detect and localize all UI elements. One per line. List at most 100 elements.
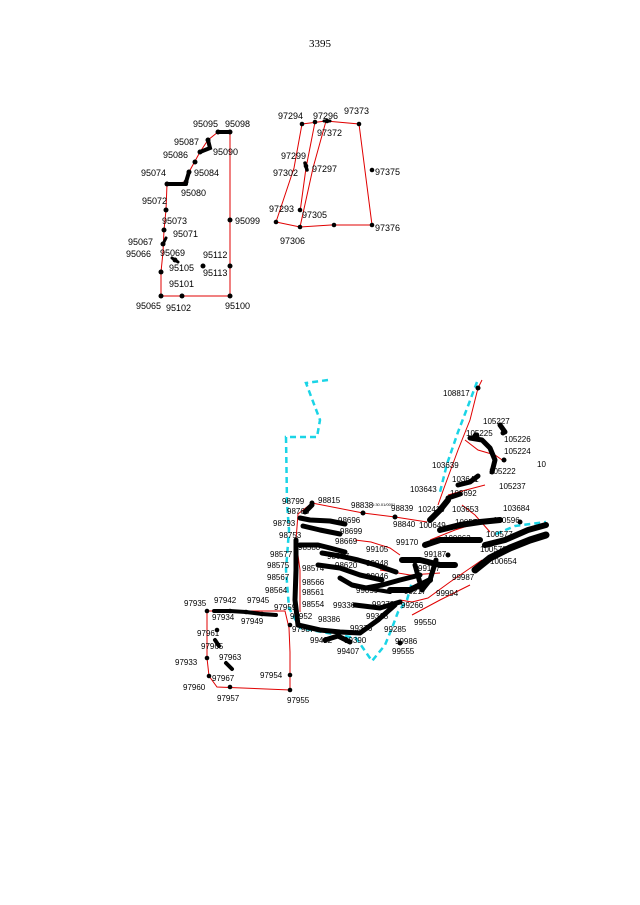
parcel-label: 97957 xyxy=(217,694,240,703)
parcel-label: 98793 xyxy=(273,519,296,528)
parcel-label: 103692 xyxy=(450,489,477,498)
parcel-label: 103684 xyxy=(503,504,530,513)
parcel-label: 100577 xyxy=(486,530,513,539)
dashed-boundary-line xyxy=(495,520,547,536)
parcel-label: 105226 xyxy=(504,435,531,444)
dashed-boundary-line xyxy=(438,381,479,493)
parcel-label: 99986 xyxy=(395,637,418,646)
parcel-label: 99390 xyxy=(344,636,367,645)
parcel-label: 98620 xyxy=(335,561,358,570)
parcel-label: 100596 xyxy=(493,516,520,525)
parcel-label: 98669 xyxy=(335,537,358,546)
parcel-label: 99170 xyxy=(396,538,419,547)
map-b-boundary xyxy=(275,120,373,228)
parcel-label: 99272 xyxy=(372,600,395,609)
parcel-label: 95113 xyxy=(203,268,227,278)
parcel-label: 97960 xyxy=(183,683,206,692)
map-b-points xyxy=(273,118,375,230)
parcel-label: 99059 xyxy=(356,586,379,595)
parcel-label: 95100 xyxy=(225,301,250,311)
parcel-label: 95098 xyxy=(225,119,250,129)
parcel-label: 95071 xyxy=(173,229,198,239)
dashed-boundary-line xyxy=(284,378,414,664)
parcel-label: 95073 xyxy=(162,216,187,226)
parcel-label: 98386 xyxy=(318,615,341,624)
parcel-label: 103653 xyxy=(452,505,479,514)
parcel-label: 99266 xyxy=(401,601,424,610)
parcel-label: 95086 xyxy=(163,150,188,160)
parcel-label: 103639 xyxy=(432,461,459,470)
map-b-labels: 97294 97296 97373 97372 97299 97297 9730… xyxy=(269,106,400,246)
parcel-label: 97933 xyxy=(175,658,198,667)
parcel-label: 97373 xyxy=(344,106,369,116)
parcel-label: 95067 xyxy=(128,237,153,247)
parcel-label: 95069 xyxy=(160,248,185,258)
parcel-label: 98554 xyxy=(302,600,325,609)
parcel-label: 98839 xyxy=(391,504,414,513)
parcel-label: 98561 xyxy=(302,588,325,597)
parcel-label: 99407 xyxy=(337,647,360,656)
parcel-label: 98840 xyxy=(393,520,416,529)
parcel-label: 95101 xyxy=(169,279,194,289)
parcel-label: 99187 xyxy=(424,550,447,559)
parcel-label: 108817 xyxy=(443,389,470,398)
parcel-label: 99318 xyxy=(366,612,389,621)
parcel-label: 95080 xyxy=(181,188,206,198)
parcel-label: 98699 xyxy=(340,527,363,536)
map-a-parcels: 95095 95098 95087 95090 95086 95084 9507… xyxy=(126,119,260,313)
parcel-label: 103641 xyxy=(452,475,479,484)
parcel-label: 95099 xyxy=(235,216,260,226)
parcel-label: 97293 xyxy=(269,204,294,214)
parcel-label: 97294 xyxy=(278,111,303,121)
parcel-label: 97959 xyxy=(274,603,297,612)
parcel-label: 95065 xyxy=(136,301,161,311)
parcel-label: 98580 xyxy=(298,543,321,552)
parcel-label: 105237 xyxy=(499,482,526,491)
parcel-label: 97375 xyxy=(375,167,400,177)
parcel-label: 97935 xyxy=(184,599,207,608)
parcel-label: 99987 xyxy=(452,573,475,582)
parcel-label: 95066 xyxy=(126,249,151,259)
parcel-label: 97372 xyxy=(317,128,342,138)
parcel-label: 99105 xyxy=(366,545,389,554)
parcel-label: 99285 xyxy=(384,625,407,634)
parcel-label: 98577 xyxy=(270,550,293,559)
map-b-parcels: 97294 97296 97373 97372 97299 97297 9730… xyxy=(269,106,400,246)
parcel-label: 99555 xyxy=(392,647,415,656)
parcel-label: 105225 xyxy=(466,429,493,438)
parcel-label: 97955 xyxy=(287,696,310,705)
parcel-label: 95090 xyxy=(213,147,238,157)
parcel-label: 97963 xyxy=(219,653,242,662)
parcel-label: 98753 xyxy=(279,531,302,540)
parcel-label: 100063 xyxy=(444,534,471,543)
parcel-label: 98564 xyxy=(265,586,288,595)
map-c-labels: 108817 105227 105225 105226 105224 10363… xyxy=(175,389,546,705)
map-c-points xyxy=(204,385,523,693)
parcel-label: 10 xyxy=(537,460,546,469)
map-a-boundary xyxy=(160,131,231,297)
map-b-boundary xyxy=(299,120,327,228)
parcel-label: 105224 xyxy=(504,447,531,456)
parcel-label: 97965 xyxy=(201,642,224,651)
parcel-label: 100573 xyxy=(455,518,482,527)
parcel-label: 98799 xyxy=(282,497,305,506)
parcel-label: 97949 xyxy=(241,617,264,626)
parcel-label: 95105 xyxy=(169,263,194,273)
parcel-label: 95112 xyxy=(203,250,227,260)
parcel-label: 99048 xyxy=(366,559,389,568)
parcel-label: 95084 xyxy=(194,168,219,178)
parcel-label: 97967 xyxy=(212,674,235,683)
parcel-label: 95072 xyxy=(142,196,167,206)
parcel-label: 99127 xyxy=(418,564,441,573)
parcel-label: 98574 xyxy=(302,564,325,573)
parcel-label: 100578 xyxy=(480,545,507,554)
parcel-label: 97376 xyxy=(375,223,400,233)
parcel-label: 105227 xyxy=(483,417,510,426)
parcel-label: 97305 xyxy=(302,210,327,220)
parcel-label: 98768 xyxy=(287,507,310,516)
parcel-label: 95087 xyxy=(174,137,199,147)
parcel-label: 105222 xyxy=(489,467,516,476)
parcel-label: 99336 xyxy=(333,601,356,610)
parcel-label: 95074 xyxy=(141,168,166,178)
